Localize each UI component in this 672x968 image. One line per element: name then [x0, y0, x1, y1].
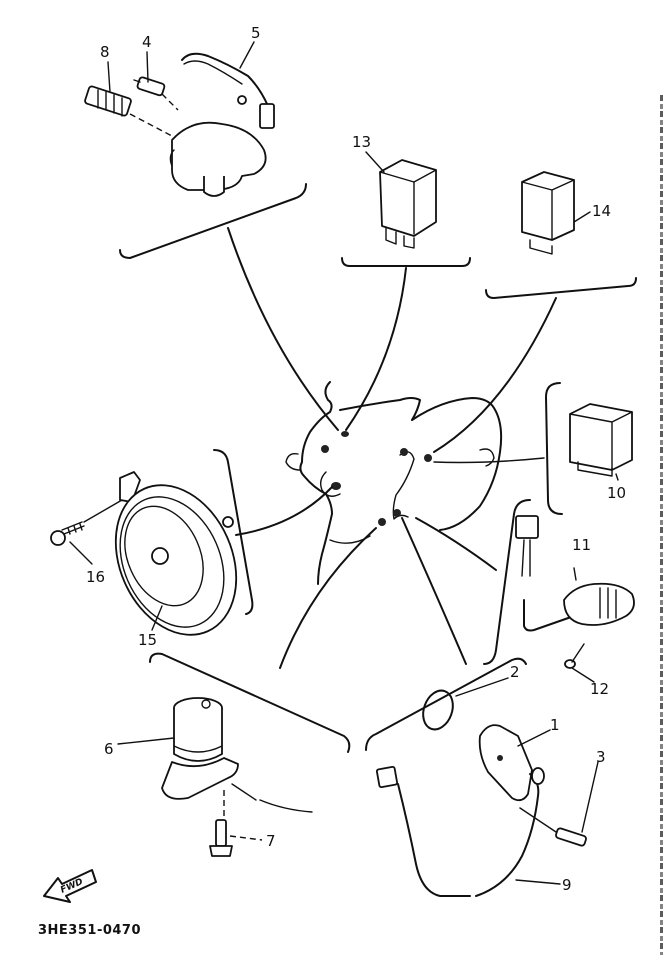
label-part-6: 6 [104, 740, 114, 758]
fwd-arrow: FWD [43, 869, 97, 903]
label-part-14: 14 [592, 202, 611, 220]
part-4-switch-sensor [133, 76, 179, 111]
part-16-bolt [50, 499, 123, 565]
connection-leaders [227, 227, 557, 669]
label-part-2: 2 [510, 663, 520, 681]
label-part-12: 12 [590, 680, 609, 698]
label-part-9: 9 [562, 876, 572, 894]
label-part-1: 1 [550, 716, 560, 734]
label-part-5: 5 [251, 24, 261, 42]
diagram-code: 3HE351-0470 [38, 923, 141, 938]
central-frame [285, 381, 503, 585]
scan-margin-strip [660, 95, 663, 955]
part-14-relay [521, 171, 575, 255]
part-1-sensor-plate [478, 724, 551, 802]
part-11-switch-assembly [515, 515, 635, 632]
label-part-3: 3 [596, 748, 606, 766]
label-part-8: 8 [100, 43, 110, 61]
part-10-relay [569, 403, 633, 481]
part-5-wire-lead [181, 52, 275, 129]
part-8-sender-switch [84, 85, 173, 137]
part-12-screw [564, 643, 595, 683]
label-part-4: 4 [142, 33, 152, 51]
label-part-13: 13 [352, 133, 371, 151]
part-2-o-ring [422, 677, 509, 731]
part-15-horn [114, 471, 238, 636]
part-6-solenoid [117, 697, 313, 830]
part-9-lead-wire [375, 765, 561, 897]
label-part-10: 10 [607, 484, 626, 502]
sensor-housing [169, 121, 267, 197]
part-labels: 8 4 5 13 14 10 11 12 16 15 6 7 2 1 3 9 [86, 24, 626, 894]
label-part-15: 15 [138, 631, 157, 649]
label-part-11: 11 [572, 536, 591, 554]
label-part-16: 16 [86, 568, 105, 586]
part-3-screw [519, 761, 599, 847]
label-part-7: 7 [266, 832, 276, 850]
group-brackets [119, 183, 637, 753]
part-7-bolt [209, 819, 263, 857]
part-13-relay [379, 159, 437, 249]
